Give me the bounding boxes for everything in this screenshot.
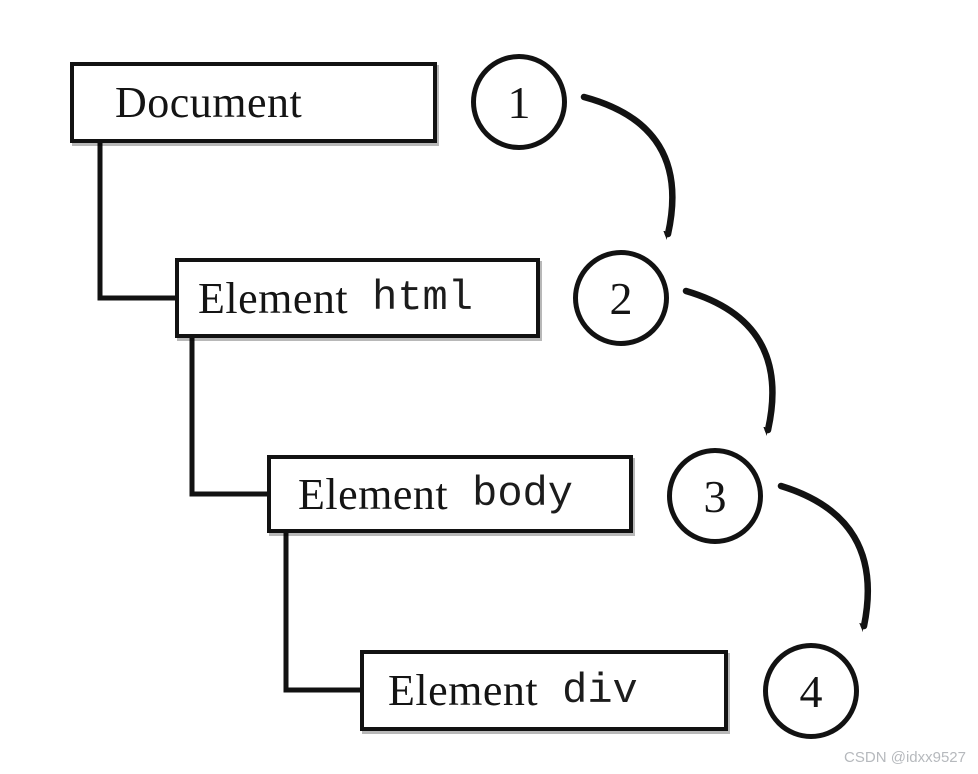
tree-connector-body-div bbox=[283, 533, 362, 693]
node-box-document: Document bbox=[70, 62, 437, 143]
node-label-element-div: Element bbox=[388, 666, 539, 715]
order-number-1: 1 bbox=[507, 76, 531, 128]
node-label-document: Document bbox=[115, 78, 303, 127]
arrow-3-to-4 bbox=[777, 482, 871, 626]
tree-connector-html-body bbox=[189, 338, 269, 497]
order-number-4: 4 bbox=[799, 665, 823, 717]
node-tagname-html: html bbox=[372, 274, 473, 322]
watermark: CSDN @idxx9527 bbox=[844, 749, 966, 766]
arrow-2-to-3 bbox=[682, 287, 776, 430]
order-badge-3: 3 bbox=[667, 448, 763, 544]
node-tagname-body: body bbox=[472, 470, 573, 518]
node-label-element-html: Element bbox=[198, 273, 349, 323]
order-number-3: 3 bbox=[703, 470, 727, 522]
order-number-2: 2 bbox=[609, 272, 633, 324]
order-badge-1: 1 bbox=[471, 54, 567, 150]
node-box-element-body: Element body bbox=[267, 455, 633, 533]
arrow-1-to-2 bbox=[580, 93, 676, 234]
node-box-element-div: Element div bbox=[360, 650, 728, 731]
tree-connector-document-html bbox=[97, 143, 177, 301]
node-tagname-div: div bbox=[562, 666, 638, 715]
node-label-element-body: Element bbox=[298, 469, 449, 519]
node-box-element-html: Element html bbox=[175, 258, 540, 338]
order-badge-4: 4 bbox=[763, 643, 859, 739]
order-badge-2: 2 bbox=[573, 250, 669, 346]
